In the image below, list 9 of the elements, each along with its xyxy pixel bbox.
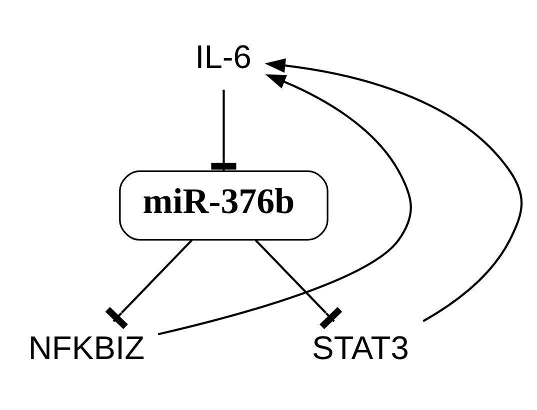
arrow — [264, 58, 523, 322]
arrow — [158, 74, 412, 335]
node-text: NFKBIZ — [28, 328, 145, 366]
connector — [211, 89, 236, 170]
connector — [254, 238, 342, 329]
node-text: IL-6 — [195, 38, 252, 75]
connector — [105, 238, 193, 329]
node-text: STAT3 — [312, 328, 409, 366]
node-box: miR-376b — [119, 170, 328, 240]
